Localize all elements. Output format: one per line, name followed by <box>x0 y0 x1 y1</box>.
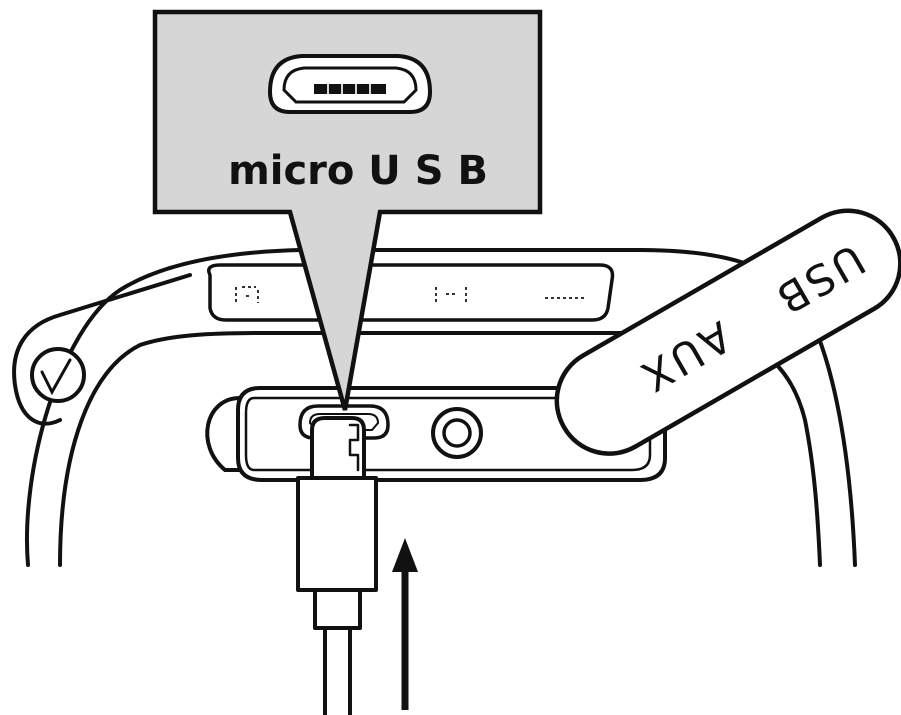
callout-label: micro U S B <box>228 148 488 194</box>
micro-usb-plug <box>310 416 366 480</box>
display-panel <box>207 263 615 322</box>
strap-loop <box>12 273 192 426</box>
micro-usb-socket <box>298 404 390 440</box>
rubber-flap: AUX USB <box>554 208 901 456</box>
callout: micro U S B <box>152 9 543 411</box>
aux-jack <box>431 407 483 459</box>
insert-arrow <box>392 538 418 710</box>
usb-cable <box>296 416 378 715</box>
micro-usb-port-icon <box>267 54 433 114</box>
display-readout <box>235 286 585 305</box>
callout-box <box>152 9 543 411</box>
